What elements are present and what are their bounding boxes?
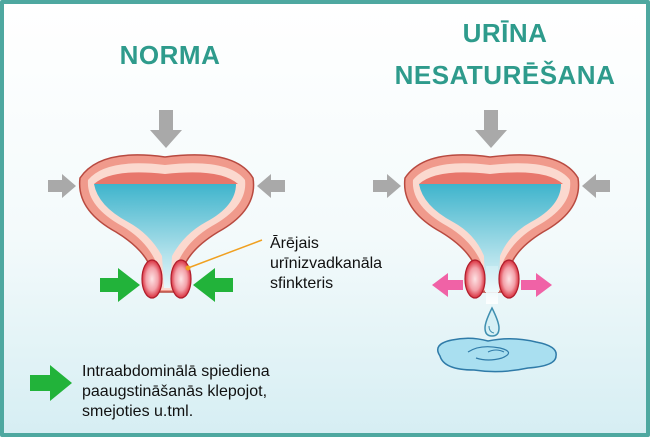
pressure-arrow-down bbox=[475, 110, 507, 148]
urine bbox=[419, 184, 561, 292]
sphincter-left bbox=[141, 259, 163, 299]
legend-text-line1: Intraabdominālā spiediena bbox=[82, 363, 270, 380]
sphincter-label-line3: sfinkteris bbox=[270, 275, 334, 292]
opening-arrow-right bbox=[521, 273, 552, 297]
opening-arrow-left bbox=[432, 273, 463, 297]
urine-top-wall bbox=[419, 172, 563, 184]
title-incontinence-line2: NESATURĒŠANA bbox=[394, 60, 616, 90]
legend-text-line3: smejoties u.tml. bbox=[82, 403, 194, 420]
closing-arrows bbox=[100, 268, 233, 302]
pressure-arrow-left bbox=[582, 174, 610, 198]
urine-puddle bbox=[437, 337, 557, 373]
closing-arrow-right bbox=[100, 268, 140, 302]
bladder-normal bbox=[78, 154, 255, 299]
sphincter-label-line2: urīnizvadkanāla bbox=[270, 255, 383, 272]
urine bbox=[94, 184, 236, 288]
title-normal: NORMA bbox=[119, 40, 221, 70]
pressure-arrow-down bbox=[150, 110, 182, 148]
bladder-incontinence bbox=[403, 154, 580, 304]
legend-text-line2: paaugstināšanās klepojot, bbox=[82, 383, 268, 400]
title-incontinence-line1: URĪNA bbox=[462, 18, 548, 48]
urine-top-wall bbox=[94, 172, 238, 184]
pressure-arrow-right bbox=[373, 174, 401, 198]
urine-stream bbox=[486, 266, 498, 304]
sphincter-left bbox=[464, 259, 486, 299]
opening-arrows bbox=[432, 273, 552, 297]
urine-drop bbox=[484, 306, 500, 337]
legend-green-arrow-icon bbox=[30, 365, 72, 401]
sphincter-pointer bbox=[185, 239, 263, 271]
closing-arrow-left bbox=[193, 268, 233, 302]
pressure-arrow-right bbox=[48, 174, 76, 198]
pressure-arrow-left bbox=[257, 174, 285, 198]
sphincter-right bbox=[498, 259, 520, 299]
sphincter-label-line1: Ārējais bbox=[270, 235, 319, 252]
pressure-arrows-incontinence bbox=[373, 110, 610, 198]
pressure-arrows-normal bbox=[48, 110, 285, 198]
